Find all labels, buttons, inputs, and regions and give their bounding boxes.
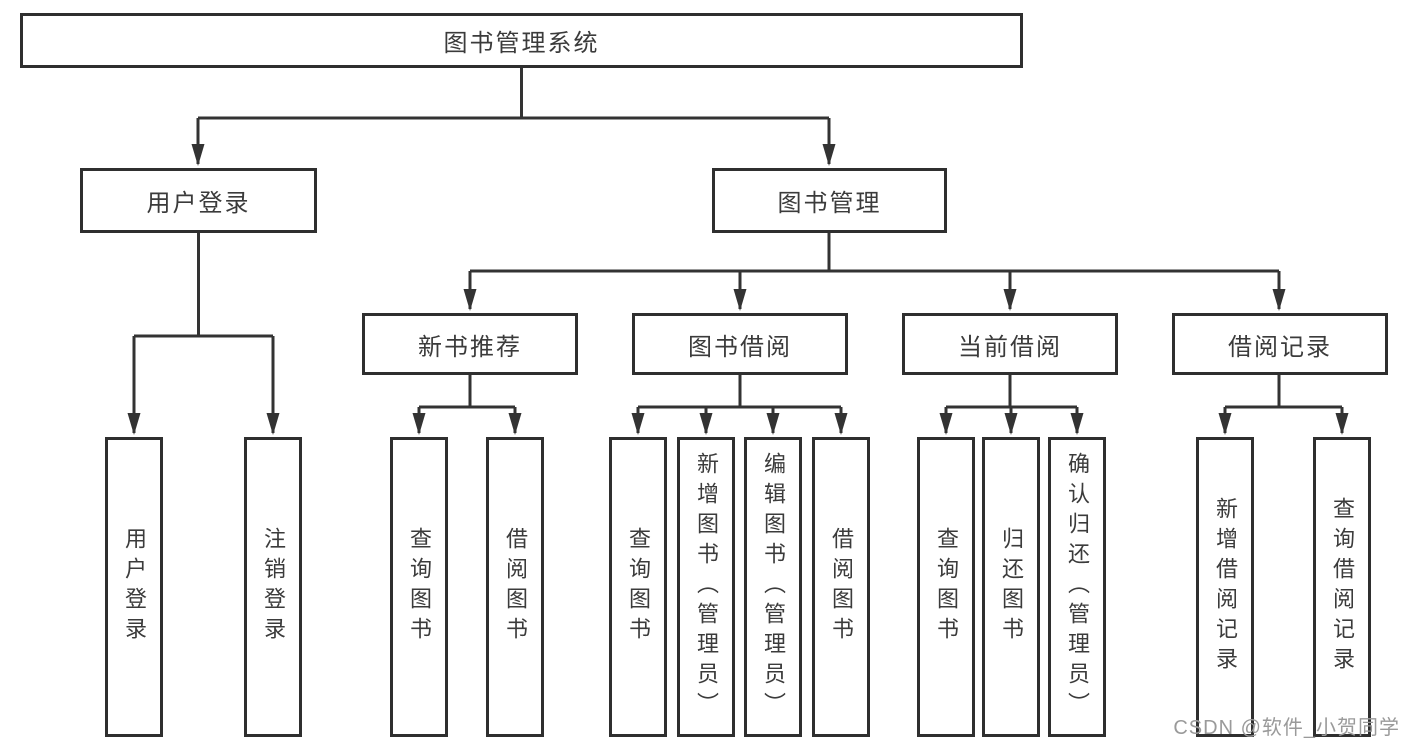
leaf-edit-books-admin: 编辑图书（管理员）: [744, 437, 802, 737]
leaf-query-books-current: 查询图书: [917, 437, 975, 737]
csdn-watermark: CSDN @软件_小贺同学: [1173, 717, 1400, 739]
leaf-return-books: 归还图书: [982, 437, 1040, 737]
leaf-query-borrow-record: 查询借阅记录: [1313, 437, 1371, 737]
node-new-book-recommendation: 新书推荐: [362, 313, 578, 375]
node-book-management: 图书管理: [712, 168, 947, 233]
node-user-login: 用户登录: [80, 168, 317, 233]
node-book-borrowing: 图书借阅: [632, 313, 848, 375]
leaf-query-books-borrowing: 查询图书: [609, 437, 667, 737]
leaf-query-books-recommend: 查询图书: [390, 437, 448, 737]
leaf-add-borrow-record: 新增借阅记录: [1196, 437, 1254, 737]
leaf-user-login: 用户登录: [105, 437, 163, 737]
leaf-borrow-books-borrowing: 借阅图书: [812, 437, 870, 737]
leaf-logout: 注销登录: [244, 437, 302, 737]
node-borrowing-records: 借阅记录: [1172, 313, 1388, 375]
node-library-management-system: 图书管理系统: [20, 13, 1023, 68]
leaf-confirm-return-admin: 确认归还（管理员）: [1048, 437, 1106, 737]
leaf-borrow-books-recommend: 借阅图书: [486, 437, 544, 737]
leaf-add-books-admin: 新增图书（管理员）: [677, 437, 735, 737]
node-current-borrowing: 当前借阅: [902, 313, 1118, 375]
